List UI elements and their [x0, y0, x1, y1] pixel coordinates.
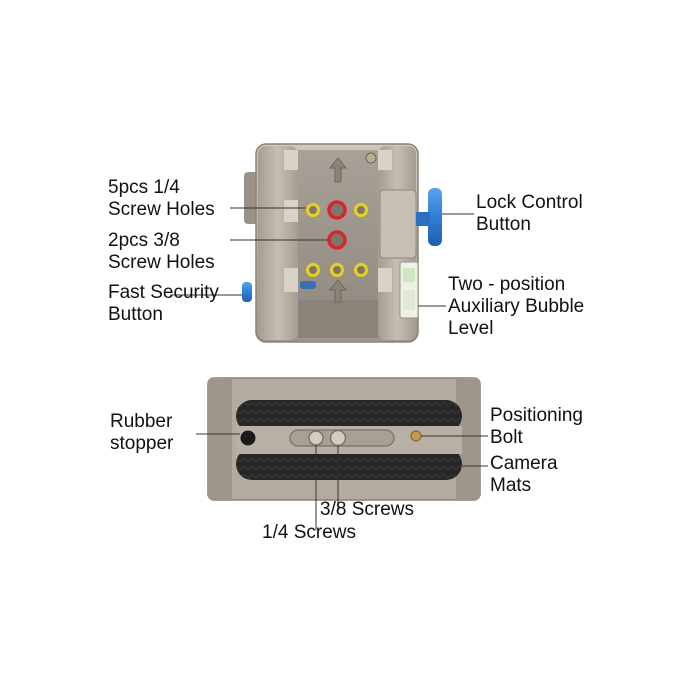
label-line: 2pcs 3/8 [108, 230, 180, 251]
label-line: Screw Holes [108, 199, 215, 220]
screw-hole-quarter [354, 263, 368, 277]
label-line: Mats [490, 475, 532, 496]
lock-block [379, 189, 417, 259]
label-rubber-stopper: Rubber stopper [110, 411, 173, 455]
lock-control-button[interactable] [428, 188, 442, 246]
camera-mat [236, 448, 462, 480]
label-line: Camera [490, 453, 558, 474]
label-positioning-bolt: Positioning Bolt [490, 405, 583, 449]
quick-release-clamp [242, 143, 442, 343]
label-line: 5pcs 1/4 [108, 177, 180, 198]
label-line: Button [108, 304, 163, 325]
screw-hole-quarter [306, 203, 320, 217]
label-line: Rubber [110, 411, 173, 432]
label-line: 3/8 Screws [320, 499, 414, 520]
leader-lines [170, 207, 488, 530]
screw-hole-three-eighths [327, 200, 347, 220]
label-fast-security: Fast Security Button [108, 282, 219, 326]
arrow-up-icon [328, 279, 348, 303]
quick-release-plate [207, 377, 481, 501]
label-line: Fast Security [108, 282, 219, 303]
label-screws-14: 1/4 Screws [262, 522, 356, 544]
label-line: Screw Holes [108, 252, 215, 273]
label-bubble-level: Two - position Auxiliary Bubble Level [448, 274, 584, 340]
label-line: Button [476, 214, 531, 235]
clamp-side-knob [244, 172, 258, 224]
three-eighths-screw [329, 429, 347, 447]
fast-security-button[interactable] [242, 282, 252, 302]
label-line: Two - position [448, 274, 566, 295]
screw-hole-quarter [306, 263, 320, 277]
screw-icon [365, 152, 377, 164]
label-line: Auxiliary Bubble [448, 296, 585, 317]
label-line: stopper [110, 433, 174, 454]
screw-hole-three-eighths [327, 230, 347, 250]
label-line: Bolt [490, 427, 523, 448]
label-screw-holes-14: 5pcs 1/4 Screw Holes [108, 177, 215, 221]
label-line: Level [448, 318, 494, 339]
label-line: 1/4 Screws [262, 522, 356, 543]
label-lock-control: Lock Control Button [476, 192, 583, 236]
clamp-left-jaw [258, 146, 298, 340]
rubber-stopper [240, 430, 256, 446]
label-screw-holes-38: 2pcs 3/8 Screw Holes [108, 230, 215, 274]
label-screws-38: 3/8 Screws [320, 499, 414, 521]
screw-hole-quarter [354, 203, 368, 217]
arrow-up-icon [328, 157, 348, 183]
quarter-inch-screw [308, 430, 324, 446]
screw-hole-quarter [330, 263, 344, 277]
label-line: Positioning [490, 405, 583, 426]
positioning-bolt [410, 430, 422, 442]
camera-mat [236, 400, 462, 432]
label-line: Lock Control [476, 192, 583, 213]
label-camera-mats: Camera Mats [490, 453, 558, 497]
